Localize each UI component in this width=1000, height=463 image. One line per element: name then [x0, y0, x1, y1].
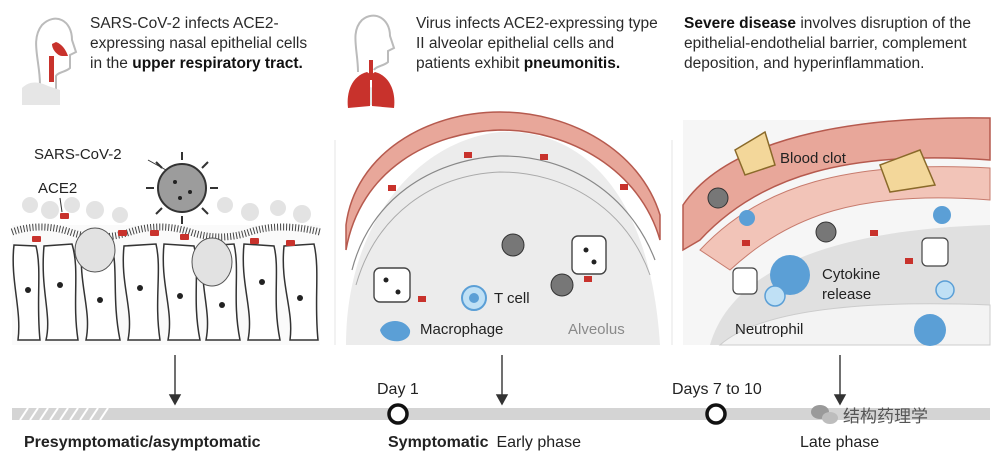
label-sars-cov-2: SARS-CoV-2: [34, 146, 122, 163]
wechat-icon: [811, 405, 838, 424]
panel1-caption: SARS-CoV-2 infects ACE2-expressing nasal…: [90, 15, 308, 72]
timeline: [12, 355, 990, 425]
panel2-caption: Virus infects ACE2-expressing type II al…: [416, 15, 658, 72]
label-blood-clot: Blood clot: [780, 150, 846, 167]
label-ace2: ACE2: [38, 180, 78, 197]
phase-presymptomatic: Presymptomatic/asymptomatic: [24, 434, 261, 451]
label-cytokine: Cytokine: [822, 266, 881, 283]
phase-late: Late phase: [800, 434, 880, 451]
panel3-severe: [682, 117, 991, 346]
label-t-cell: T cell: [494, 290, 530, 307]
label-release: release: [822, 286, 872, 303]
head-lungs-icon: [347, 14, 396, 108]
panel2-alveolus: [345, 111, 661, 345]
panel3-caption: Severe disease involves disruption of th…: [684, 15, 971, 72]
label-macrophage: Macrophage: [420, 321, 504, 338]
panel1-epithelium: [10, 152, 321, 345]
head-nose-icon: [22, 17, 78, 105]
timeline-day7: Days 7 to 10: [672, 381, 762, 398]
watermark-text: 结构药理学: [843, 407, 928, 426]
timeline-day1: Day 1: [377, 381, 419, 398]
label-alveolus: Alveolus: [568, 321, 625, 338]
sars-cov-2-virus-icon: [146, 152, 218, 224]
label-neutrophil: Neutrophil: [735, 321, 804, 338]
